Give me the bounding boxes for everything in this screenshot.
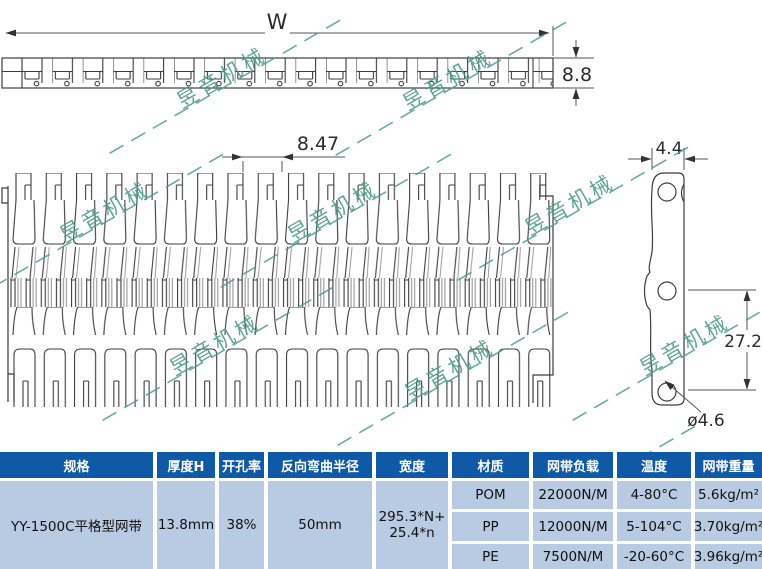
- dim-hole-diameter: ø4.6: [664, 380, 725, 431]
- belt-profile-pattern: [22, 58, 553, 88]
- dim-W-label: W: [267, 10, 288, 34]
- thickness-cell: 13.8mm: [157, 481, 215, 569]
- material-load-cell: 7500N/M: [533, 544, 613, 569]
- width-formula-line2: 25.4*n: [389, 525, 435, 541]
- dim-hole-dia-label: ø4.6: [687, 411, 724, 431]
- spec-table: 规格 厚度H 开孔率 反向弯曲半径 宽度 材质 网带负载 温度 网带重量 YY-…: [0, 452, 762, 569]
- material-load-cell: 22000N/M: [533, 481, 613, 509]
- plan-left-edge: [1, 186, 15, 402]
- material-weight-cell: 5.6kg/m²: [695, 481, 762, 509]
- technical-drawing: W 8.8 8.47: [0, 10, 762, 446]
- dim-plan-pitch: 8.47: [222, 133, 345, 172]
- material-name-cell: PE: [452, 544, 529, 569]
- dim-27-2-label: 27.2: [724, 332, 762, 352]
- dim-belt-thickness: 8.8: [553, 40, 594, 106]
- bend-radius-cell: 50mm: [268, 481, 372, 569]
- header-cell-spec: 规格: [0, 452, 153, 478]
- material-load-cell: 12000N/M: [533, 512, 613, 541]
- plan-right-edge: [532, 175, 554, 403]
- header-cell-temperature: 温度: [617, 452, 691, 478]
- belt-side-profile-view: [1, 57, 554, 89]
- material-temp-cell: 4-80°C: [617, 481, 691, 509]
- header-cell-width: 宽度: [376, 452, 448, 478]
- dim-4-4-label: 4.4: [655, 139, 682, 159]
- spec-name-cell: YY-1500C平格型网带: [0, 481, 153, 569]
- link-hole-middle: [657, 281, 677, 301]
- open-rate-cell: 38%: [219, 481, 264, 569]
- material-name-cell: PP: [452, 512, 529, 541]
- link-hole-top: [657, 182, 677, 202]
- header-cell-load: 网带负载: [533, 452, 613, 478]
- material-temp-cell: -20-60°C: [617, 544, 691, 569]
- width-formula-line1: 295.3*N+: [378, 508, 446, 525]
- dim-overall-width: W: [5, 10, 554, 56]
- dim-8-47-label: 8.47: [297, 133, 339, 155]
- width-formula-cell: 295.3*N+ 25.4*n: [376, 481, 448, 569]
- belt-plan-view: [1, 173, 554, 407]
- dim-hole-pitch: 27.2: [688, 289, 762, 391]
- dim-link-width: 4.4: [628, 139, 708, 170]
- header-cell-open-rate: 开孔率: [219, 452, 264, 478]
- header-cell-bend-radius: 反向弯曲半径: [268, 452, 372, 478]
- header-cell-thickness: 厚度H: [157, 452, 215, 478]
- header-cell-weight: 网带重量: [695, 452, 762, 478]
- material-weight-cell: 3.70kg/m²: [694, 512, 762, 541]
- link-hole-bottom: [657, 382, 677, 402]
- material-temp-cell: 5-104°C: [617, 512, 691, 541]
- material-weight-cell: 3.96kg/m²: [694, 544, 762, 569]
- header-cell-material: 材质: [452, 452, 529, 478]
- material-name-cell: POM: [452, 481, 529, 509]
- belt-link-side-view: [643, 172, 685, 406]
- dim-8-8-label: 8.8: [562, 64, 592, 86]
